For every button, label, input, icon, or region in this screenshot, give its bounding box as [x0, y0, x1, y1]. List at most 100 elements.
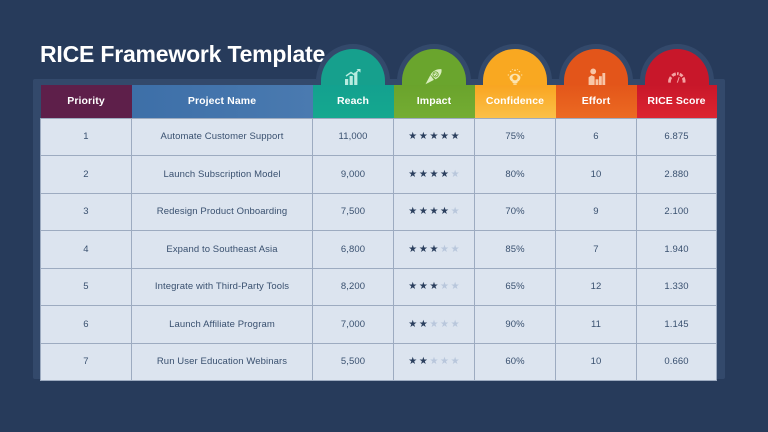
- cell-effort: 7: [555, 230, 637, 269]
- star-filled-icon: ★: [408, 318, 418, 330]
- cell-reach: 8,200: [312, 267, 394, 306]
- cell-impact-stars: ★★★★★: [393, 117, 475, 156]
- star-empty-icon: ★: [440, 243, 450, 255]
- cell-priority: 4: [40, 230, 132, 269]
- star-rating: ★★★★★: [408, 207, 459, 217]
- star-rating: ★★★★★: [408, 318, 460, 330]
- cell-effort: 10: [555, 342, 637, 381]
- lightbulb-idea-icon: [504, 68, 526, 86]
- star-filled-icon: ★: [440, 206, 450, 218]
- cell-priority: 1: [40, 117, 132, 156]
- star-rating: ★★★★★: [408, 357, 459, 367]
- cell-reach: 9,000: [312, 155, 394, 194]
- star-empty-icon: ★: [450, 318, 460, 330]
- cell-rice-score: 1.145: [636, 305, 717, 344]
- column-header-project[interactable]: Project Name: [131, 85, 313, 118]
- star-filled-icon: ★: [418, 206, 428, 218]
- cell-project: Redesign Product Onboarding: [131, 192, 313, 231]
- column-header-confidence[interactable]: Confidence: [474, 85, 556, 118]
- star-filled-icon: ★: [408, 168, 418, 180]
- arch-tab-effort: [555, 44, 636, 90]
- cell-effort: 9: [555, 192, 637, 231]
- table-header-row: Priority Project Name Reach Impact Confi…: [40, 85, 717, 118]
- star-empty-icon: ★: [440, 356, 450, 368]
- arch-tab-confidence: [474, 44, 555, 90]
- column-header-impact[interactable]: Impact: [393, 85, 475, 118]
- cell-confidence: 75%: [474, 117, 556, 156]
- cell-rice-score: 0.660: [636, 342, 717, 381]
- star-filled-icon: ★: [429, 243, 439, 255]
- cell-project: Launch Affiliate Program: [131, 305, 313, 344]
- cell-rice-score: 2.880: [636, 155, 717, 194]
- cell-project: Run User Education Webinars: [131, 342, 313, 381]
- cell-impact-stars: ★★★★★: [393, 155, 475, 194]
- star-rating: ★★★★★: [408, 132, 459, 142]
- star-filled-icon: ★: [440, 131, 450, 143]
- arch-tab-rice: [636, 44, 717, 90]
- arch-tab-impact: [393, 44, 474, 90]
- star-filled-icon: ★: [418, 168, 428, 180]
- star-empty-icon: ★: [450, 356, 460, 368]
- cell-confidence: 85%: [474, 230, 556, 269]
- cell-impact-stars: ★★★★★: [393, 342, 475, 381]
- star-rating: ★★★★★: [408, 243, 459, 255]
- bar-chart-growth-icon: [343, 68, 363, 86]
- cell-effort: 12: [555, 267, 637, 306]
- cell-impact-stars: ★★★★★: [393, 192, 475, 231]
- star-filled-icon: ★: [408, 243, 418, 255]
- cell-effort: 10: [555, 155, 637, 194]
- star-empty-icon: ★: [429, 356, 439, 368]
- cell-rice-score: 1.330: [636, 267, 717, 306]
- cell-effort: 11: [555, 305, 637, 344]
- star-filled-icon: ★: [418, 281, 428, 293]
- cell-reach: 11,000: [312, 117, 394, 156]
- page-title: RICE Framework Template: [40, 41, 326, 67]
- star-empty-icon: ★: [450, 281, 460, 293]
- bar-chart-person-icon: [585, 68, 606, 86]
- cell-confidence: 65%: [474, 267, 556, 306]
- column-header-rice-score[interactable]: RICE Score: [636, 85, 717, 118]
- star-filled-icon: ★: [408, 206, 418, 218]
- cell-confidence: 70%: [474, 192, 556, 231]
- column-header-effort[interactable]: Effort: [555, 85, 637, 118]
- star-filled-icon: ★: [418, 318, 428, 330]
- rice-table: Priority Project Name Reach Impact Confi…: [40, 85, 717, 381]
- cell-reach: 5,500: [312, 342, 394, 381]
- cell-effort: 6: [555, 117, 637, 156]
- star-filled-icon: ★: [408, 281, 418, 293]
- cell-priority: 7: [40, 342, 132, 381]
- star-filled-icon: ★: [429, 206, 439, 218]
- cell-rice-score: 2.100: [636, 192, 717, 231]
- cell-confidence: 60%: [474, 342, 556, 381]
- star-filled-icon: ★: [429, 131, 439, 143]
- star-filled-icon: ★: [418, 356, 428, 368]
- cell-confidence: 80%: [474, 155, 556, 194]
- column-header-reach[interactable]: Reach: [312, 85, 394, 118]
- arch-tab-reach: [312, 44, 393, 90]
- cell-reach: 7,500: [312, 192, 394, 231]
- cell-project: Expand to Southeast Asia: [131, 230, 313, 269]
- cell-priority: 5: [40, 267, 132, 306]
- column-header-priority[interactable]: Priority: [40, 85, 132, 118]
- cell-reach: 7,000: [312, 305, 394, 344]
- star-empty-icon: ★: [429, 318, 439, 330]
- cell-impact-stars: ★★★★★: [393, 305, 475, 344]
- cell-impact-stars: ★★★★★: [393, 230, 475, 269]
- star-empty-icon: ★: [440, 281, 450, 293]
- star-filled-icon: ★: [440, 168, 450, 180]
- cell-priority: 3: [40, 192, 132, 231]
- cell-rice-score: 1.940: [636, 230, 717, 269]
- star-filled-icon: ★: [450, 131, 460, 143]
- cell-priority: 2: [40, 155, 132, 194]
- star-rating: ★★★★★: [408, 168, 459, 180]
- star-empty-icon: ★: [440, 318, 450, 330]
